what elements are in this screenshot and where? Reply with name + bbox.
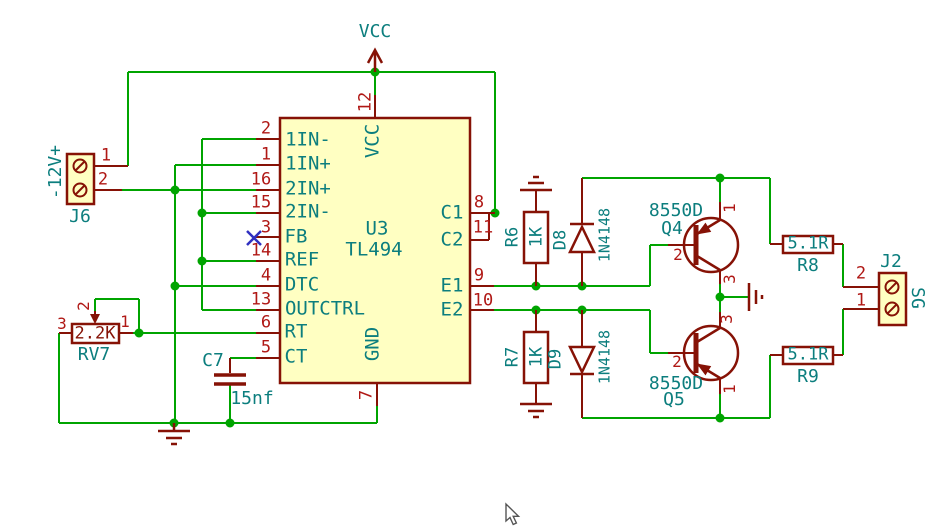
rv7-ref: RV7 xyxy=(77,344,111,365)
diode-d8-symbol[interactable] xyxy=(568,178,596,286)
potentiometer-rv7-symbol[interactable] xyxy=(59,311,133,345)
pin-number-outctrl: 13 xyxy=(250,289,272,310)
resistor-r7-symbol[interactable] xyxy=(522,310,550,404)
r6-value: 1K xyxy=(526,226,547,248)
q5-ref: Q5 xyxy=(663,389,685,410)
pin-number-1in-plus: 1 xyxy=(260,144,272,165)
pin-number-rt: 6 xyxy=(260,312,272,333)
q5-pin1-number: 1 xyxy=(720,384,739,394)
diode-d9-symbol[interactable] xyxy=(568,310,596,418)
j2-value: SG xyxy=(907,287,928,309)
vcc-power-symbol[interactable] xyxy=(366,47,384,72)
q4-value: 8550D xyxy=(648,200,704,221)
r8-ref: R8 xyxy=(797,255,819,276)
ground-symbol-emitters xyxy=(747,283,764,311)
rv7-pin3-number: 3 xyxy=(57,314,67,333)
c7-value: 15nf xyxy=(230,388,274,409)
pin-name-e1: E1 xyxy=(440,274,464,297)
pin-name-c1: C1 xyxy=(440,201,464,224)
pin-name-ct: CT xyxy=(284,345,308,368)
pin-number-2in-minus: 15 xyxy=(250,192,272,213)
pin-number-e1: 9 xyxy=(473,265,485,286)
transistor-q4-symbol[interactable] xyxy=(668,202,740,284)
j6-pin2-number: 2 xyxy=(97,169,109,190)
pin-name-ref: REF xyxy=(284,248,320,271)
wires xyxy=(58,71,844,424)
c7-ref: C7 xyxy=(202,350,224,371)
pin-number-2in-plus: 16 xyxy=(250,169,272,190)
j6-value: -12V+ xyxy=(45,144,66,200)
pin-name-e2: E2 xyxy=(440,298,464,321)
connector-j2-symbol[interactable] xyxy=(843,271,908,327)
d9-ref: D9 xyxy=(545,348,566,370)
q5-value: 8550D xyxy=(648,373,704,394)
rv7-value: 2.2K xyxy=(74,323,116,344)
pin-number-ct: 5 xyxy=(260,337,272,358)
d8-ref: D8 xyxy=(550,229,571,251)
q5-pin2-number: 2 xyxy=(672,352,682,371)
r7-value: 1K xyxy=(526,346,547,368)
resistor-r8-symbol[interactable] xyxy=(770,234,843,255)
ground-symbol-r6 xyxy=(520,175,552,192)
ground-symbol-main xyxy=(158,423,190,446)
transistor-q5-symbol[interactable] xyxy=(668,312,740,394)
ic-ref: U3 xyxy=(365,217,389,240)
pin-name-fb: FB xyxy=(284,225,308,248)
pin-number-fb: 3 xyxy=(260,217,272,238)
q4-pin2-number: 2 xyxy=(673,245,683,264)
pin-number-1in-minus: 2 xyxy=(260,118,272,139)
pin-number-c1: 8 xyxy=(473,192,485,213)
pin-name-vcc: VCC xyxy=(361,123,384,159)
j2-pin2-number: 2 xyxy=(855,263,867,284)
r9-ref: R9 xyxy=(797,366,819,387)
pin-number-e2: 10 xyxy=(472,290,494,311)
pin-name-dtc: DTC xyxy=(284,273,320,296)
resistor-r9-symbol[interactable] xyxy=(770,345,843,366)
d9-value: 1N4148 xyxy=(595,329,614,385)
j6-pin1-number: 1 xyxy=(100,145,112,166)
pin-number-ref: 14 xyxy=(250,240,272,261)
j2-ref: J2 xyxy=(880,251,902,272)
vcc-label: VCC xyxy=(358,21,392,42)
ic-u3-symbol[interactable] xyxy=(256,95,495,406)
d8-value: 1N4148 xyxy=(595,207,614,263)
r9-value: 5.1R xyxy=(787,344,829,365)
pin-number-c2: 11 xyxy=(472,217,494,238)
pin-name-1in-plus: 1IN+ xyxy=(285,152,331,175)
no-connect-x xyxy=(246,230,262,246)
q4-pin3-number: 3 xyxy=(720,274,739,284)
pin-number-vcc: 12 xyxy=(355,91,376,113)
pin-name-gnd: GND xyxy=(361,326,384,362)
r7-ref: R7 xyxy=(502,346,523,368)
r8-value: 5.1R xyxy=(787,233,829,254)
q4-ref: Q4 xyxy=(661,218,683,239)
ic-value: TL494 xyxy=(345,238,403,261)
r6-ref: R6 xyxy=(502,226,523,248)
j2-pin1-number: 1 xyxy=(855,290,867,311)
pin-name-1in-minus: 1IN- xyxy=(285,128,331,151)
pin-number-gnd: 7 xyxy=(356,389,377,401)
pin-number-dtc: 4 xyxy=(260,265,272,286)
pin-name-c2: C2 xyxy=(440,228,464,251)
q4-pin1-number: 1 xyxy=(720,203,739,213)
resistor-r6-symbol[interactable] xyxy=(522,190,550,286)
j6-ref: J6 xyxy=(69,206,91,227)
mouse-cursor xyxy=(505,502,521,526)
pin-name-outctrl: OUTCTRL xyxy=(284,297,366,320)
pin-name-2in-minus: 2IN- xyxy=(285,200,331,223)
q5-pin3-number: 3 xyxy=(717,314,736,324)
connector-j6-symbol[interactable] xyxy=(65,152,128,206)
capacitor-c7-symbol[interactable] xyxy=(214,358,246,386)
ground-symbol-r7 xyxy=(520,402,552,419)
pin-name-rt: RT xyxy=(284,320,308,343)
pin-name-2in-plus: 2IN+ xyxy=(285,177,331,200)
rv7-pin2-number: 2 xyxy=(74,301,93,311)
rv7-pin1-number: 1 xyxy=(120,312,130,331)
junction-dots xyxy=(134,67,725,428)
